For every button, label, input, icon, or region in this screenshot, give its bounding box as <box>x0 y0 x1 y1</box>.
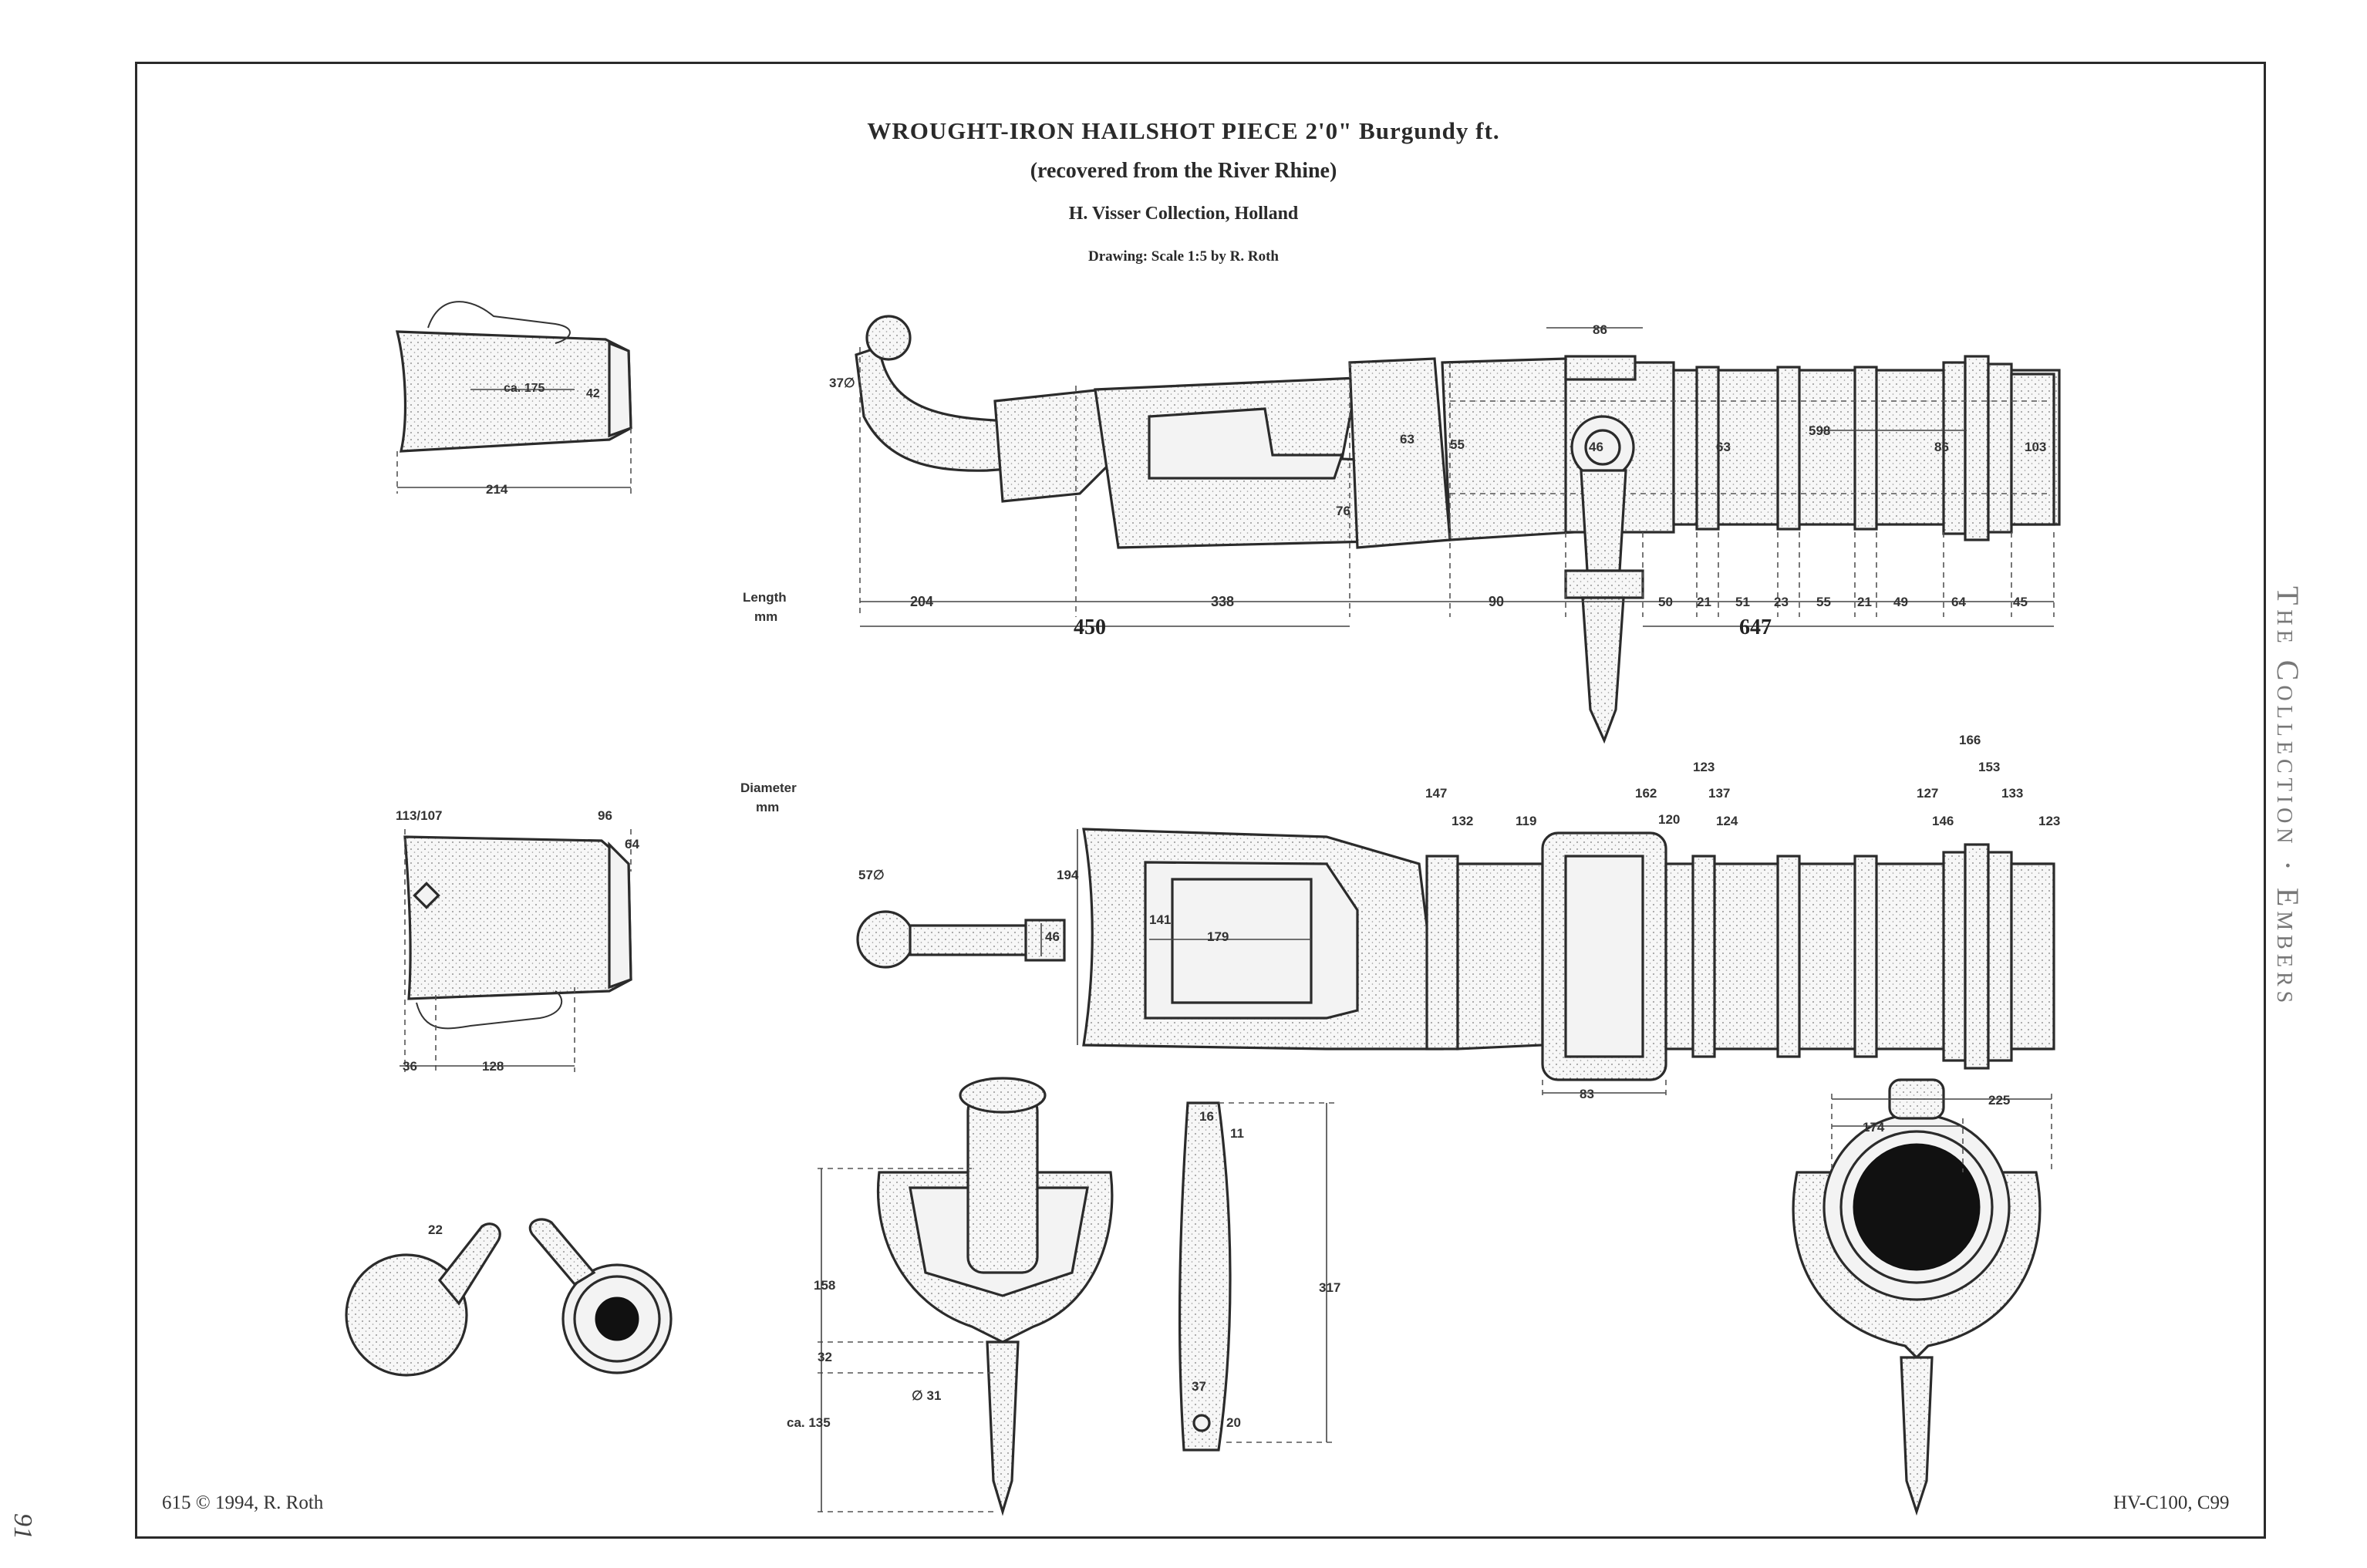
dia-133: 133 <box>2001 786 2023 801</box>
dim-hook-top: 86 <box>1593 322 1607 337</box>
chamber-128: 128 <box>482 1059 504 1074</box>
dia-153: 153 <box>1978 760 2000 774</box>
dia-147: 147 <box>1425 786 1447 801</box>
drawing-frame <box>135 62 2266 1539</box>
dim-bore: 46 <box>1589 440 1603 454</box>
wedge-20: 20 <box>1226 1415 1241 1430</box>
dia-194: 194 <box>1057 868 1079 882</box>
breech-knob <box>856 910 915 969</box>
len-55: 55 <box>1816 595 1831 609</box>
len-total-breech: 450 <box>1074 615 1106 639</box>
trunnion-spike <box>1581 596 1625 744</box>
dia-124: 124 <box>1716 814 1738 828</box>
len-21a: 21 <box>1697 595 1711 609</box>
len-338: 338 <box>1211 594 1234 609</box>
len-21b: 21 <box>1857 595 1872 609</box>
chamber-214: 214 <box>486 482 508 497</box>
dim-103: 103 <box>2025 440 2046 454</box>
top-view-dimensions: 86 37∅ 63 55 46 63 598 86 103 76 204 338… <box>743 322 2055 639</box>
dia-166: 166 <box>1959 733 1981 747</box>
dia-83: 83 <box>1580 1087 1594 1101</box>
len-49: 49 <box>1893 595 1908 609</box>
len-204: 204 <box>910 594 933 609</box>
chamber-64: 64 <box>625 837 639 851</box>
chamber-96: 96 <box>598 808 612 823</box>
dia-146: 146 <box>1932 814 1954 828</box>
length-label: Length <box>743 590 787 605</box>
plug-details: 22 <box>345 1218 673 1377</box>
drawing-title: WROUGHT-IRON HAILSHOT PIECE 2'0" Burgund… <box>867 117 1500 144</box>
wedge-detail: 16 11 317 37 20 <box>1178 1101 1340 1452</box>
dia-muzzle: 57∅ <box>858 868 885 882</box>
length-unit: mm <box>754 609 777 624</box>
hook-knob <box>865 315 912 361</box>
copyright-note: 615 © 1994, R. Roth <box>162 1492 324 1513</box>
dia-46: 46 <box>1045 929 1060 944</box>
len-total-barrel: 647 <box>1739 615 1772 639</box>
dim-76: 76 <box>1336 504 1350 518</box>
collection-credit: H. Visser Collection, Holland <box>1068 204 1299 224</box>
scale-credit: Drawing: Scale 1:5 by R. Roth <box>1088 248 1279 265</box>
wedge-16: 16 <box>1199 1109 1214 1124</box>
plug-ball <box>345 1253 468 1377</box>
breech-end-view: 158 32 ∅ 31 ca. 135 <box>787 1077 1114 1516</box>
wedge-317: 317 <box>1319 1280 1340 1295</box>
len-23: 23 <box>1774 595 1789 609</box>
dia-127: 127 <box>1917 786 1938 801</box>
end-135: ca. 135 <box>787 1415 831 1430</box>
chamber-36: 36 <box>403 1059 417 1074</box>
dim-86: 86 <box>1934 440 1949 454</box>
dia-123b: 123 <box>2038 814 2060 828</box>
dia-162: 162 <box>1635 786 1657 801</box>
diameter-unit: mm <box>756 800 779 814</box>
dia-132: 132 <box>1452 814 1473 828</box>
dim-598: 598 <box>1809 423 1830 438</box>
dim-55: 55 <box>1450 437 1465 452</box>
end-32: 32 <box>818 1350 832 1364</box>
plug-bore <box>595 1297 639 1341</box>
dim-63b: 63 <box>1716 440 1731 454</box>
dia-141: 141 <box>1149 912 1171 927</box>
end-225: 225 <box>1988 1093 2010 1108</box>
muzzle-bore <box>1853 1143 1981 1271</box>
chamber-113: 113/107 <box>396 808 443 823</box>
muzzle-end-view: 225 174 <box>1792 1078 2052 1516</box>
len-90: 90 <box>1489 594 1504 609</box>
end-31: ∅ 31 <box>912 1388 941 1403</box>
dia-137: 137 <box>1708 786 1730 801</box>
chamber-side-view: 113/107 96 64 36 128 <box>396 808 639 1074</box>
dia-120: 120 <box>1658 812 1680 827</box>
catalogue-number: HV-C100, C99 <box>2113 1492 2230 1513</box>
dim-63a: 63 <box>1400 432 1414 447</box>
plug-22: 22 <box>428 1222 443 1237</box>
side-view-gun <box>856 828 2055 1081</box>
diameter-label: Diameter <box>740 781 797 795</box>
dia-179: 179 <box>1207 929 1229 944</box>
end-158: 158 <box>814 1278 835 1293</box>
len-64: 64 <box>1951 595 1966 609</box>
drawing-subtitle: (recovered from the River Rhine) <box>1030 159 1337 183</box>
dia-123a: 123 <box>1693 760 1715 774</box>
wedge-37: 37 <box>1192 1379 1206 1394</box>
len-50: 50 <box>1658 595 1673 609</box>
top-view-gun <box>855 315 2061 744</box>
wedge-11: 11 <box>1230 1126 1244 1141</box>
side-view-dimensions: 57∅ 194 46 141 179 147 132 119 162 120 1… <box>740 733 2060 1101</box>
dim-muzzle-dia: 37∅ <box>829 376 855 390</box>
chamber-top-view: ca. 175 42 214 <box>395 301 632 497</box>
chamber-ca: ca. 175 <box>504 382 545 395</box>
len-51: 51 <box>1735 595 1750 609</box>
dia-119: 119 <box>1516 814 1536 828</box>
len-45: 45 <box>2013 595 2028 609</box>
end-174: 174 <box>1863 1120 1885 1135</box>
chamber-42: 42 <box>586 387 600 400</box>
